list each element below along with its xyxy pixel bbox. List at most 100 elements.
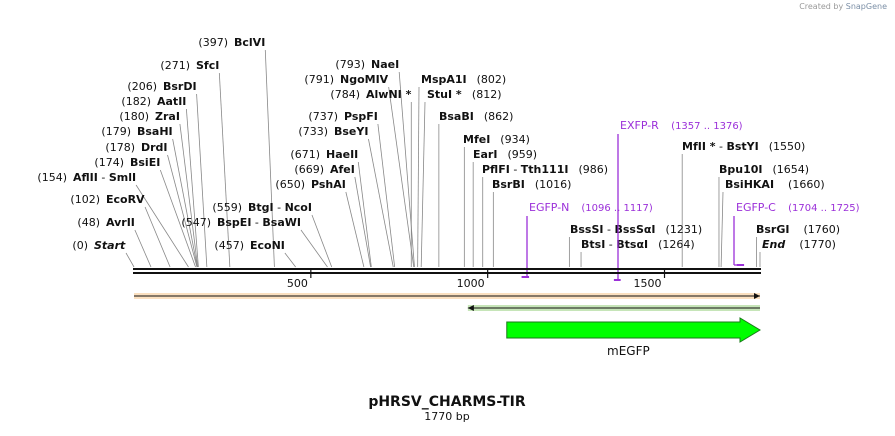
site-name-afei[interactable]: AfeI bbox=[330, 163, 355, 176]
site-name-btsi[interactable]: BtsI - BtsαI bbox=[581, 238, 648, 251]
site-pos-bpu10i: (1654) bbox=[773, 163, 810, 176]
site-name-alwni[interactable]: AlwNI * bbox=[366, 88, 412, 101]
site-name-bclvi[interactable]: BclVI bbox=[234, 36, 265, 49]
leader-avrii bbox=[134, 229, 152, 268]
site-name-avrii[interactable]: AvrII bbox=[106, 216, 135, 229]
leader-haeii bbox=[357, 161, 372, 268]
feature-megfp[interactable]: mEGFP bbox=[506, 317, 761, 358]
leader-aflii bbox=[135, 184, 189, 268]
site-name-bpu10i[interactable]: Bpu10I bbox=[719, 163, 763, 176]
site-pos-mfii: (1550) bbox=[769, 140, 806, 153]
primer-marker-egfp-c[interactable] bbox=[733, 216, 745, 266]
site-name-pspfi[interactable]: PspFI bbox=[344, 110, 378, 123]
primer-marker-exfp-r[interactable] bbox=[613, 134, 621, 281]
site-pos-drdi: (178) bbox=[105, 141, 135, 154]
ruler-label-1500: 1500 bbox=[634, 277, 662, 290]
site-pos-bclvi: (397) bbox=[198, 36, 228, 49]
leader-bseyi bbox=[368, 138, 394, 268]
site-pos-bsabi: (862) bbox=[484, 110, 514, 123]
site-name-start[interactable]: Start bbox=[94, 239, 126, 252]
leader-bsahi bbox=[172, 138, 198, 268]
plasmid-name: pHRSV_CHARMS-TIR bbox=[368, 394, 526, 410]
site-name-pshai[interactable]: PshAI bbox=[311, 178, 346, 191]
ruler-label-1000: 1000 bbox=[457, 277, 485, 290]
leader-bsihkai bbox=[720, 191, 724, 268]
site-pos-pflfi: (986) bbox=[578, 163, 608, 176]
site-pos-pshai: (650) bbox=[275, 178, 305, 191]
site-pos-bsrbi: (1016) bbox=[535, 178, 572, 191]
watermark-prefix: Created by bbox=[799, 2, 844, 11]
feature-label-megfp: mEGFP bbox=[607, 344, 650, 358]
site-name-mfii[interactable]: MfII * - BstYI bbox=[682, 140, 759, 153]
site-name-bsahi[interactable]: BsaHI bbox=[137, 125, 173, 138]
site-name-end[interactable]: End bbox=[762, 238, 785, 251]
site-pos-bsssi: (1231) bbox=[666, 223, 703, 236]
site-name-bsiei[interactable]: BsiEI bbox=[130, 156, 160, 169]
site-name-ngomiv[interactable]: NgoMIV bbox=[340, 73, 389, 86]
primer-name-egfp-c[interactable]: EGFP-C bbox=[736, 201, 776, 214]
primer-name-egfp-n[interactable]: EGFP-N bbox=[529, 201, 569, 214]
primer-marker-egfp-n[interactable] bbox=[521, 216, 530, 278]
leader-start bbox=[125, 252, 135, 268]
site-name-eari[interactable]: EarI bbox=[473, 148, 497, 161]
primer-range-exfp-r: (1357 .. 1376) bbox=[671, 121, 743, 132]
site-pos-haeii: (671) bbox=[290, 148, 320, 161]
site-name-stui[interactable]: StuI * bbox=[427, 88, 462, 101]
site-pos-ngomiv: (791) bbox=[304, 73, 334, 86]
site-name-aflii[interactable]: AflII - SmlI bbox=[73, 171, 136, 184]
feature-tracks: mEGFP bbox=[134, 293, 761, 358]
site-name-drdi[interactable]: DrdI bbox=[141, 141, 168, 154]
site-name-bsihkai[interactable]: BsiHKAI bbox=[725, 178, 774, 191]
primer-range-egfp-n: (1096 .. 1117) bbox=[581, 203, 653, 214]
site-pos-afei: (669) bbox=[294, 163, 324, 176]
leader-pspfi bbox=[377, 123, 396, 268]
site-name-mspa1i[interactable]: MspA1I bbox=[421, 73, 467, 86]
site-name-bsssi[interactable]: BssSI - BssSαI bbox=[570, 223, 656, 236]
site-labels: Start(0)AvrII(48)EcoRV(102)AflII - SmlI(… bbox=[37, 36, 840, 252]
site-pos-mfei: (934) bbox=[500, 133, 530, 146]
site-name-bsrdi[interactable]: BsrDI bbox=[163, 80, 197, 93]
site-name-mfei[interactable]: MfeI bbox=[463, 133, 490, 146]
site-pos-zrai: (180) bbox=[119, 110, 149, 123]
site-name-bspei[interactable]: BspEI - BsaWI bbox=[217, 216, 301, 229]
site-pos-btsi: (1264) bbox=[658, 238, 695, 251]
leader-sfci bbox=[218, 72, 231, 268]
leader-mspa1i bbox=[417, 86, 420, 268]
leader-aatii bbox=[185, 108, 199, 268]
site-pos-pspfi: (737) bbox=[308, 110, 338, 123]
sequence-backbone bbox=[133, 268, 761, 274]
site-name-bsrgi[interactable]: BsrGI bbox=[756, 223, 789, 236]
site-pos-eari: (959) bbox=[507, 148, 537, 161]
site-name-aatii[interactable]: AatII bbox=[157, 95, 186, 108]
site-pos-start: (0) bbox=[72, 239, 88, 252]
plasmid-length: 1770 bp bbox=[424, 410, 469, 423]
site-pos-bsahi: (179) bbox=[101, 125, 131, 138]
site-pos-mspa1i: (802) bbox=[477, 73, 507, 86]
site-leader-lines bbox=[125, 49, 761, 268]
leader-bclvi bbox=[264, 49, 275, 268]
leader-bsrdi bbox=[196, 93, 208, 268]
site-pos-bseyi: (733) bbox=[298, 125, 328, 138]
site-name-bsrbi[interactable]: BsrBI bbox=[492, 178, 525, 191]
leader-zrai bbox=[179, 123, 199, 268]
site-pos-econi: (457) bbox=[214, 239, 244, 252]
site-pos-bsrgi: (1760) bbox=[803, 223, 840, 236]
site-pos-aflii: (154) bbox=[37, 171, 67, 184]
site-pos-stui: (812) bbox=[472, 88, 502, 101]
primer-name-exfp-r[interactable]: EXFP-R bbox=[620, 119, 659, 132]
feature-region-1[interactable] bbox=[134, 293, 760, 299]
site-name-naei[interactable]: NaeI bbox=[371, 58, 399, 71]
site-name-bsabi[interactable]: BsaBI bbox=[439, 110, 474, 123]
site-name-ecorv[interactable]: EcoRV bbox=[106, 193, 145, 206]
site-name-econi[interactable]: EcoNI bbox=[250, 239, 285, 252]
site-name-haeii[interactable]: HaeII bbox=[326, 148, 358, 161]
site-name-sfci[interactable]: SfcI bbox=[196, 59, 219, 72]
feature-region-2[interactable] bbox=[467, 305, 760, 311]
site-name-pflfi[interactable]: PflFI - Tth111I bbox=[482, 163, 568, 176]
site-pos-avrii: (48) bbox=[77, 216, 100, 229]
site-name-btgi[interactable]: BtgI - NcoI bbox=[248, 201, 312, 214]
site-name-bseyi[interactable]: BseYI bbox=[334, 125, 368, 138]
site-name-zrai[interactable]: ZraI bbox=[155, 110, 180, 123]
